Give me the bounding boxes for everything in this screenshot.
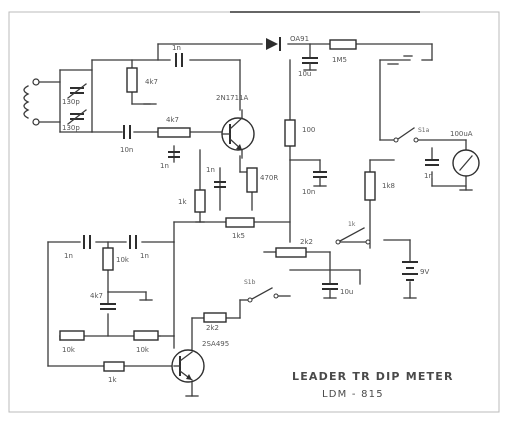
inductor-coil [23,85,30,119]
label-10k-vertical: 10k [116,256,130,264]
label-10n-series: 10n [120,146,133,154]
label-1k-bottom: 1k [108,376,117,384]
transistor-2sa495 [171,349,205,383]
label-diode: OA91 [290,35,309,43]
label-1n-small-b: 1n [206,166,215,174]
resistor-4k7-base [157,127,191,138]
diagram-title: LEADER TR DIP METER [292,370,454,383]
capacitor-top-1n [175,53,183,67]
capacitor-lower-1 [83,235,91,249]
capacitor-10u-top [302,43,318,71]
label-10n-right: 10n [302,188,315,196]
label-2k2-bottom: 2k2 [206,324,219,332]
frame-border [8,11,500,413]
capacitor-10n-right [313,171,327,187]
label-1m5: 1M5 [332,56,347,64]
resistor-1m5 [329,39,357,50]
label-top-1n: 1n [172,44,181,52]
battery-9v [402,261,418,281]
switch-meter [393,127,419,143]
label-10k-left: 10k [62,346,76,354]
label-1k8: 1k8 [382,182,395,190]
capacitor-lower-2 [129,235,137,249]
capacitor-1n-small-b [214,181,226,188]
label-lower-trimmer: 4k7 [90,292,103,300]
label-130p-top: 130p [62,98,80,106]
resistor-1k-bottom [103,361,125,372]
label-130p-bottom: 130p [62,124,80,132]
label-2k2: 2k2 [300,238,313,246]
capacitor-lower-trimmer [100,303,116,310]
label-switch-meter: S1a [418,127,430,134]
label-battery: 9V [420,268,429,276]
resistor-100 [284,119,296,147]
label-10u-lower: 10u [340,288,353,296]
label-switch-s1b: S1b [244,279,256,286]
terminal-bottom [32,118,40,126]
label-1k-left: 1k [178,198,187,206]
label-transistor-upper: 2N1711A [216,94,249,102]
label-470r: 470R [260,174,278,182]
label-10u-top: 10u [298,70,311,78]
transistor-2n1711a [221,109,255,159]
capacitor-10u-lower [322,283,338,299]
label-switch-power: 1k [348,221,356,228]
label-1n-meter: 1n [424,172,433,180]
label-meter: 100uA [450,130,473,138]
label-lower-1n-b: 1n [140,252,149,260]
label-1n-small: 1n [160,162,169,170]
resistor-470r [246,167,258,193]
phone-jack [379,55,413,65]
meter-needle [459,155,473,171]
label-lower-1n-a: 1n [64,252,73,260]
resistor-1k8 [364,171,376,201]
ground-symbols [139,69,473,397]
resistor-4k7-top [126,67,138,93]
label-100: 100 [302,126,315,134]
resistor-1k5 [225,217,255,228]
resistor-2k2 [275,247,307,258]
resistor-10k-left [59,330,85,341]
capacitor-130p-top [67,83,87,99]
switch-power [335,227,371,245]
capacitor-130p-bottom [67,109,87,125]
label-1k5: 1k5 [232,232,245,240]
terminal-top [32,78,40,86]
label-4k7-top: 4k7 [145,78,158,86]
diode-oa91 [266,37,281,51]
label-4k7-base: 4k7 [166,116,179,124]
label-10k-right: 10k [136,346,150,354]
resistor-2k2-bottom [203,312,227,323]
diagram-subtitle: LDM - 815 [322,389,384,400]
resistor-1k-left [194,189,206,213]
capacitor-10n-series [123,125,131,139]
capacitor-1n-meter [425,159,439,166]
resistor-10k-vertical [102,247,114,271]
capacitor-1n-small [168,151,180,158]
label-transistor-lower: 2SA495 [202,340,229,348]
resistor-10k-right [133,330,159,341]
switch-s1b [247,287,279,303]
